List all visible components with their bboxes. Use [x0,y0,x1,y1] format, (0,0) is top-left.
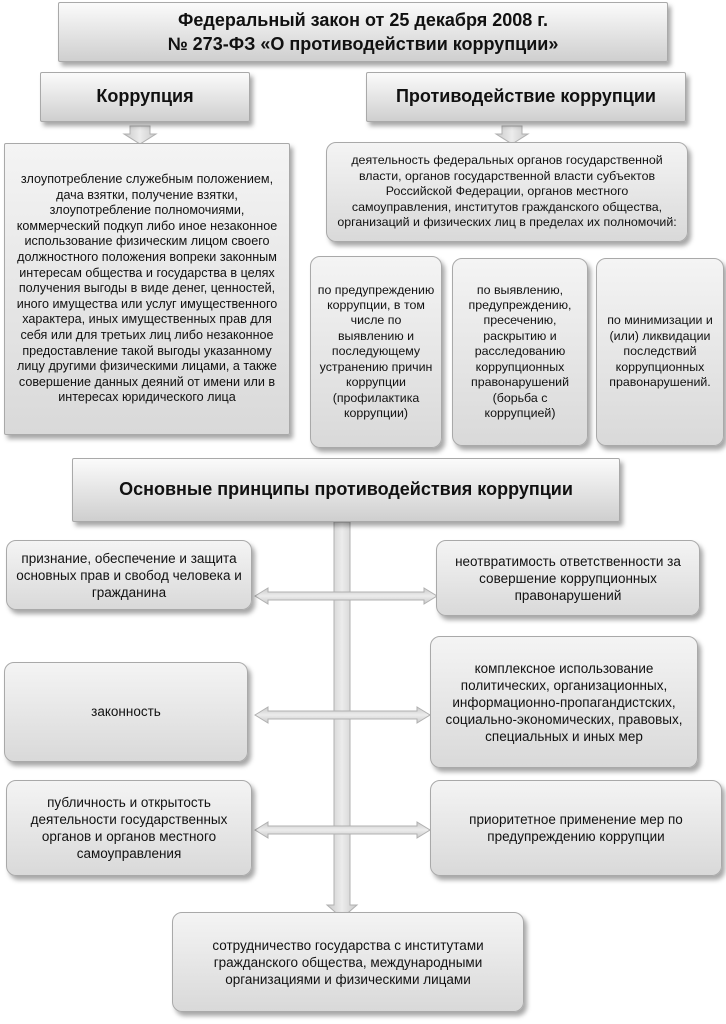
principle-legality: законность [4,662,248,762]
principle-priority-prevention: приоритетное применение мер по предупреж… [430,780,722,876]
counteraction-heading: Противодействие коррупции [395,86,656,107]
corruption-definition: злоупотребление служебным положением, да… [16,172,278,405]
counteraction-heading-box: Противодействие коррупции [366,72,686,122]
principle-cooperation: сотрудничество государства с институтами… [172,912,524,1012]
corruption-heading-box: Коррупция [40,72,250,122]
principle-publicity: публичность и открытость деятельности го… [6,780,252,876]
law-title-line1: Федеральный закон от 25 декабря 2008 г. [178,10,548,30]
law-title-line2: № 273-ФЗ «О противодействии коррупции» [167,34,559,54]
direction-fight: по выявлению, предупреждению, пресечению… [452,258,588,446]
principle-priority-prevention-text: приоритетное применение мер по предупреж… [469,812,683,844]
direction-fight-text: по выявлению, предупреждению, пресечению… [468,282,572,420]
principle-cooperation-text: сотрудничество государства с институтами… [212,937,484,987]
direction-minimization-text: по минимизации и (или) ликвидации послед… [607,313,713,390]
direction-prevention-text: по предупреждению коррупции, в том числе… [317,282,435,420]
arrow-down-counteraction [494,125,530,145]
principle-complex-measures-text: комплексное использование политических, … [445,660,683,744]
counteraction-definition-box: деятельность федеральных органов государ… [326,142,688,242]
principle-complex-measures: комплексное использование политических, … [430,636,698,768]
principles-heading-box: Основные принципы противодействия корруп… [72,458,620,522]
corruption-definition-box: злоупотребление служебным положением, да… [4,143,290,435]
principle-inevitability: неотвратимость ответственности за соверш… [436,540,700,616]
direction-minimization: по минимизации и (или) ликвидации послед… [596,258,724,446]
principle-inevitability-text: неотвратимость ответственности за соверш… [455,553,681,603]
principle-publicity-text: публичность и открытость деятельности го… [30,795,228,861]
corruption-heading: Коррупция [96,86,194,107]
principles-heading: Основные принципы противодействия корруп… [119,479,573,500]
arrow-down-corruption [122,125,158,145]
principle-legality-text: законность [91,704,161,720]
central-trunk-arrow [325,521,359,919]
counteraction-definition: деятельность федеральных органов государ… [337,153,677,230]
direction-prevention: по предупреждению коррупции, в том числе… [310,256,442,448]
principle-rights: признание, обеспечение и защита основных… [6,540,252,610]
law-title-box: Федеральный закон от 25 декабря 2008 г. … [58,2,668,62]
principle-rights-text: признание, обеспечение и защита основных… [16,550,242,600]
